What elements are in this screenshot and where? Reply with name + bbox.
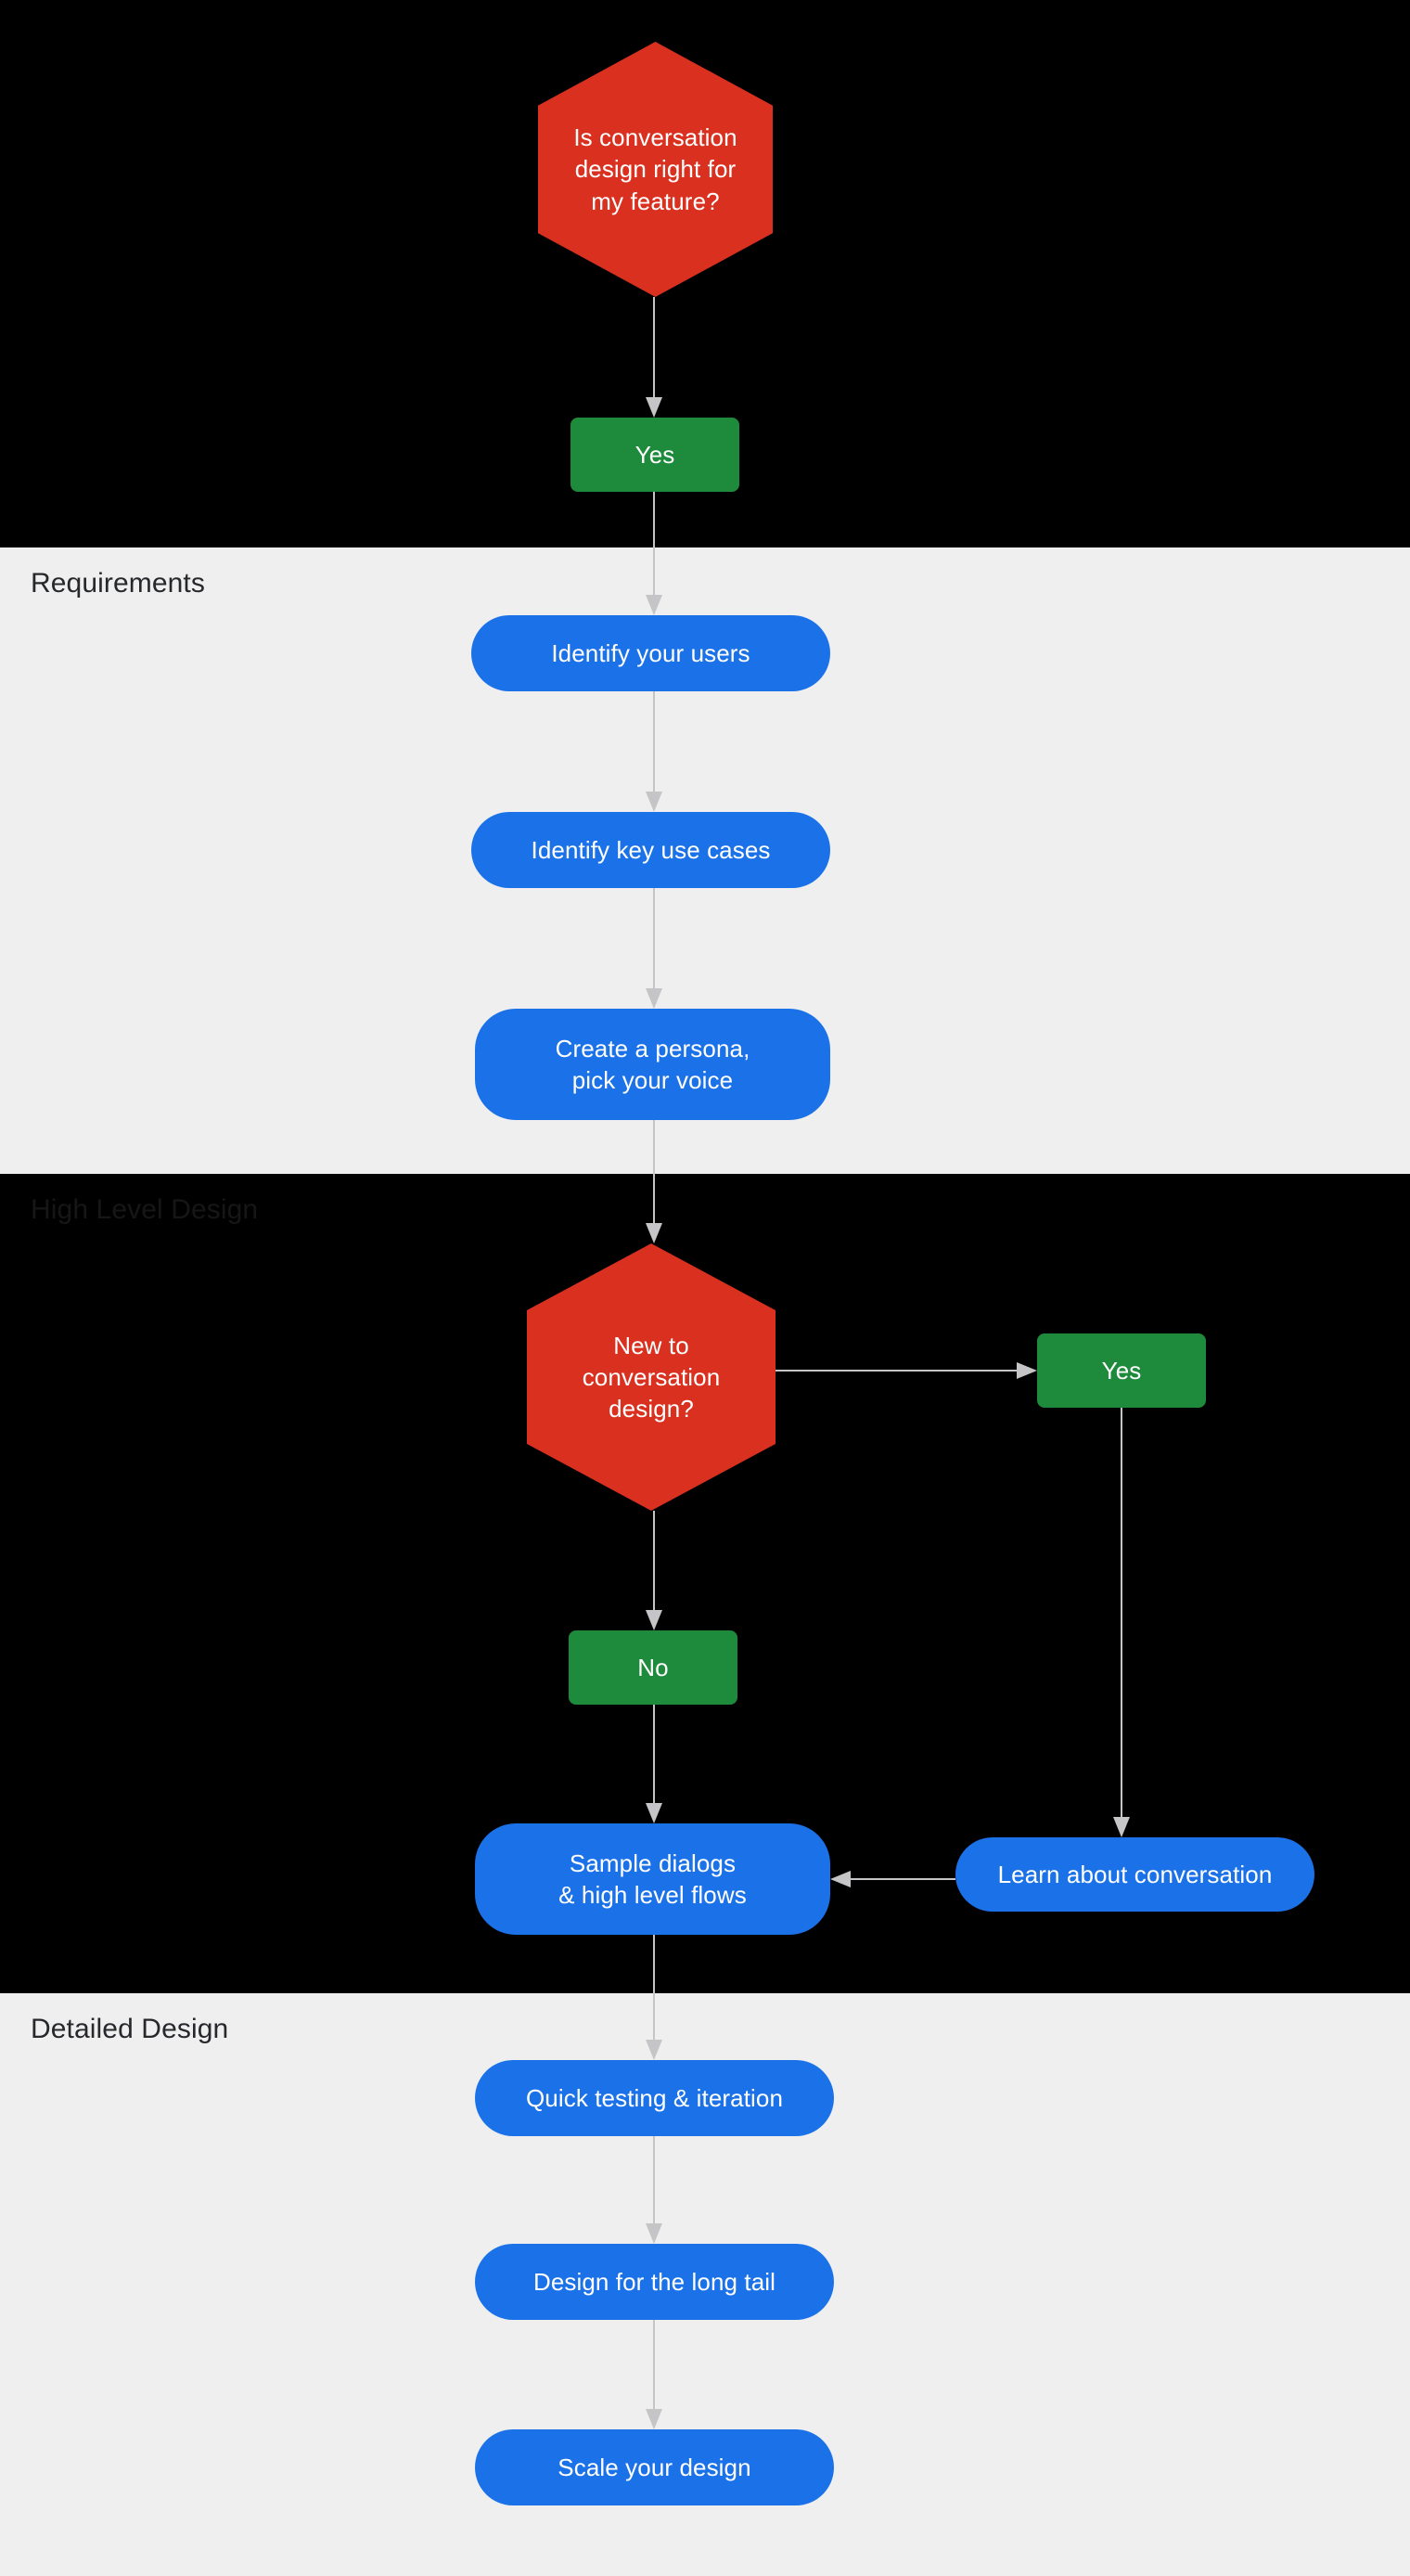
node-label: Identify your users bbox=[551, 638, 750, 667]
node-label: Yes bbox=[634, 440, 675, 469]
arrowhead-down-icon bbox=[646, 595, 662, 615]
connector-line bbox=[653, 1705, 655, 1805]
node-label: No bbox=[637, 1653, 669, 1681]
arrowhead-down-icon bbox=[1113, 1817, 1130, 1837]
arrowhead-down-icon bbox=[646, 2040, 662, 2060]
node-q-right-for-feature[interactable]: Is conversation design right for my feat… bbox=[538, 42, 773, 297]
connector-line bbox=[653, 1120, 655, 1225]
node-label: Is conversation design right for my feat… bbox=[573, 123, 737, 215]
connector-line bbox=[1121, 1408, 1122, 1819]
node-q-new-to-cd[interactable]: New to conversation design? bbox=[527, 1243, 776, 1511]
connector-line bbox=[849, 1878, 955, 1880]
node-label: Create a persona, pick your voice bbox=[555, 1034, 750, 1094]
connector-line bbox=[653, 2136, 655, 2225]
node-quick-testing[interactable]: Quick testing & iteration bbox=[475, 2060, 834, 2136]
connector-line bbox=[653, 691, 655, 793]
node-learn-about-conversation[interactable]: Learn about conversation bbox=[955, 1837, 1314, 1912]
node-label: Scale your design bbox=[558, 2453, 751, 2481]
section-label-high-level-design: High Level Design bbox=[31, 1194, 259, 1225]
arrowhead-down-icon bbox=[646, 2409, 662, 2429]
node-design-long-tail[interactable]: Design for the long tail bbox=[475, 2244, 834, 2320]
node-yes-1[interactable]: Yes bbox=[570, 418, 739, 492]
arrowhead-left-icon bbox=[830, 1871, 851, 1887]
node-label: Identify key use cases bbox=[531, 835, 771, 864]
connector-line bbox=[653, 888, 655, 990]
node-label: Yes bbox=[1101, 1356, 1142, 1385]
node-label: Design for the long tail bbox=[532, 2267, 776, 2296]
section-label-detailed-design: Detailed Design bbox=[31, 2014, 229, 2044]
arrowhead-down-icon bbox=[646, 792, 662, 812]
node-identify-use-cases[interactable]: Identify key use cases bbox=[471, 812, 830, 888]
connector-line bbox=[653, 1511, 655, 1612]
arrowhead-down-icon bbox=[646, 1610, 662, 1630]
node-yes-2[interactable]: Yes bbox=[1037, 1333, 1206, 1408]
node-label: Sample dialogs & high level flows bbox=[558, 1848, 747, 1909]
node-no-1[interactable]: No bbox=[569, 1630, 737, 1705]
node-create-persona[interactable]: Create a persona, pick your voice bbox=[475, 1009, 830, 1120]
connector-line bbox=[653, 2320, 655, 2411]
node-sample-dialogs[interactable]: Sample dialogs & high level flows bbox=[475, 1823, 830, 1935]
node-label: Quick testing & iteration bbox=[525, 2083, 784, 2112]
connector-line bbox=[653, 492, 655, 597]
arrowhead-down-icon bbox=[646, 1223, 662, 1243]
connector-line bbox=[653, 297, 655, 399]
connector-line bbox=[776, 1370, 1019, 1372]
connector-line bbox=[653, 1935, 655, 2041]
node-scale-design[interactable]: Scale your design bbox=[475, 2429, 834, 2505]
arrowhead-down-icon bbox=[646, 988, 662, 1009]
arrowhead-down-icon bbox=[646, 397, 662, 418]
node-label: Learn about conversation bbox=[997, 1860, 1273, 1888]
arrowhead-down-icon bbox=[646, 2223, 662, 2244]
arrowhead-down-icon bbox=[646, 1803, 662, 1823]
section-label-requirements: Requirements bbox=[31, 568, 205, 599]
arrowhead-right-icon bbox=[1017, 1362, 1037, 1379]
node-label: New to conversation design? bbox=[582, 1331, 721, 1423]
node-identify-users[interactable]: Identify your users bbox=[471, 615, 830, 691]
